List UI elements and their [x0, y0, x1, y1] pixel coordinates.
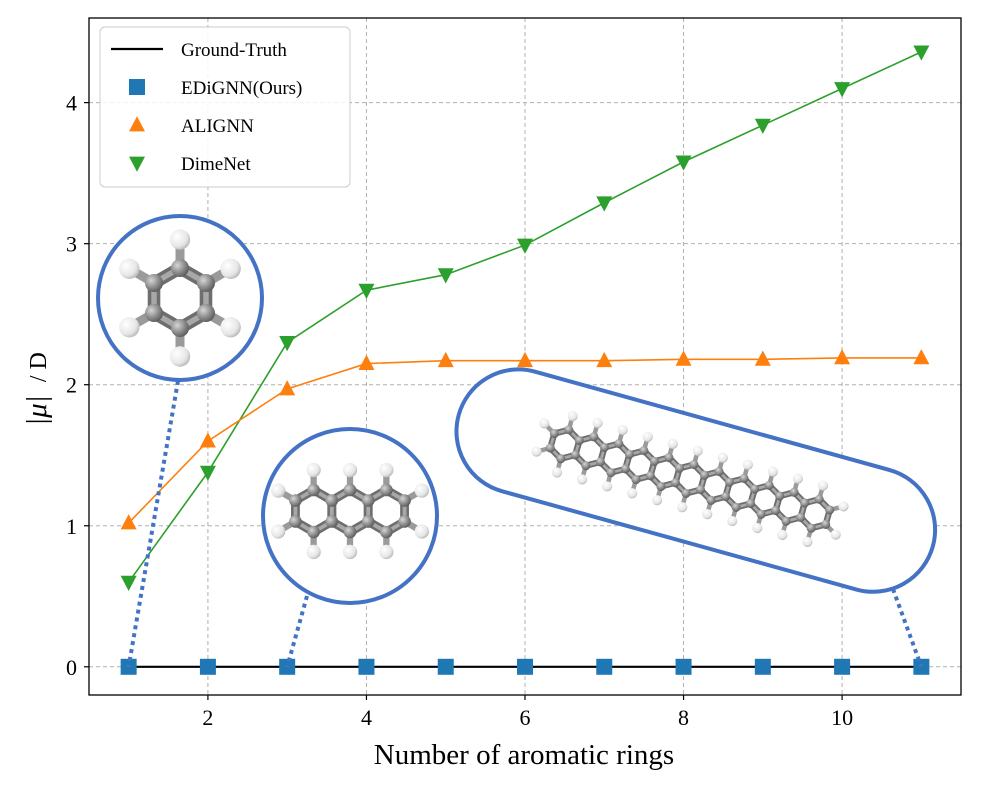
x-tick-label: 2 — [202, 705, 213, 730]
data-point — [279, 335, 296, 352]
legend-item: EDiGNN(Ours) — [129, 78, 302, 99]
annotation-circle — [261, 427, 439, 605]
data-point — [120, 658, 137, 675]
legend-label: Ground-Truth — [181, 40, 287, 61]
y-axis-unit: / D — [26, 352, 52, 382]
data-point — [358, 354, 375, 370]
legend-item: Ground-Truth — [111, 40, 287, 61]
legend-box — [99, 26, 351, 188]
data-point — [675, 658, 692, 675]
annotation-connector — [126, 380, 180, 668]
legend-swatch — [129, 156, 145, 172]
data-point — [437, 268, 454, 284]
legend-item: ALIGNN — [129, 116, 254, 137]
data-point — [675, 350, 692, 366]
series-layer — [120, 45, 930, 675]
annotation-circle — [96, 214, 264, 382]
molecule-annotations — [96, 214, 938, 668]
annotation-capsule — [454, 367, 938, 594]
data-point — [199, 658, 216, 675]
legend-label: EDiGNN(Ours) — [181, 78, 302, 99]
annotation-benzene — [96, 214, 264, 668]
series-alignn — [120, 349, 930, 530]
x-tick-label: 6 — [520, 705, 531, 730]
annotation-connector — [285, 595, 309, 668]
data-point — [675, 155, 692, 171]
data-point — [437, 658, 454, 675]
data-point — [517, 238, 533, 254]
data-point — [754, 118, 771, 134]
data-point — [913, 349, 930, 365]
data-point — [279, 380, 296, 396]
data-point — [596, 658, 613, 675]
data-point — [754, 350, 771, 366]
y-tick-label: 2 — [66, 373, 77, 398]
x-tick-label: 4 — [361, 705, 372, 730]
y-axis-label: |μ| / D — [21, 352, 53, 426]
data-point — [358, 658, 375, 675]
series-dimenet — [120, 45, 930, 591]
data-point — [834, 658, 851, 675]
data-point — [517, 351, 533, 368]
legend-label: ALIGNN — [181, 116, 254, 137]
y-tick-label: 0 — [66, 655, 77, 680]
legend-swatch — [129, 79, 145, 95]
molecule-model — [531, 410, 849, 548]
data-point — [199, 432, 216, 448]
y-tick-label: 3 — [66, 232, 77, 257]
data-point — [913, 45, 930, 61]
molecule-model — [271, 462, 429, 560]
x-axis-label: Number of aromatic rings — [374, 739, 674, 771]
data-point — [120, 514, 137, 530]
axis-ticks: 2 4 6 8 10 0 1 2 3 4 — [66, 91, 853, 730]
svg-text:|μ| / D: |μ| / D — [21, 352, 53, 426]
data-point — [120, 575, 137, 591]
data-point — [834, 82, 851, 98]
data-point — [596, 196, 613, 212]
legend-item: DimeNet — [129, 154, 251, 175]
y-tick-label: 1 — [66, 514, 77, 539]
annotation-connector — [891, 588, 924, 668]
data-point — [834, 349, 851, 365]
data-point — [517, 658, 533, 675]
data-point — [596, 351, 613, 368]
x-tick-label: 8 — [678, 705, 689, 730]
annotation-undecacene — [454, 367, 938, 668]
x-tick-label: 10 — [831, 705, 853, 730]
y-axis-symbol: |μ| — [21, 395, 53, 426]
molecule-model — [119, 229, 241, 367]
legend-swatch — [129, 116, 145, 132]
data-point — [754, 658, 771, 675]
data-point — [358, 283, 375, 300]
annotation-anthracene — [261, 427, 439, 668]
legend-label: DimeNet — [181, 154, 251, 175]
data-point — [437, 351, 454, 368]
data-point — [199, 465, 216, 481]
y-tick-label: 4 — [66, 91, 77, 116]
